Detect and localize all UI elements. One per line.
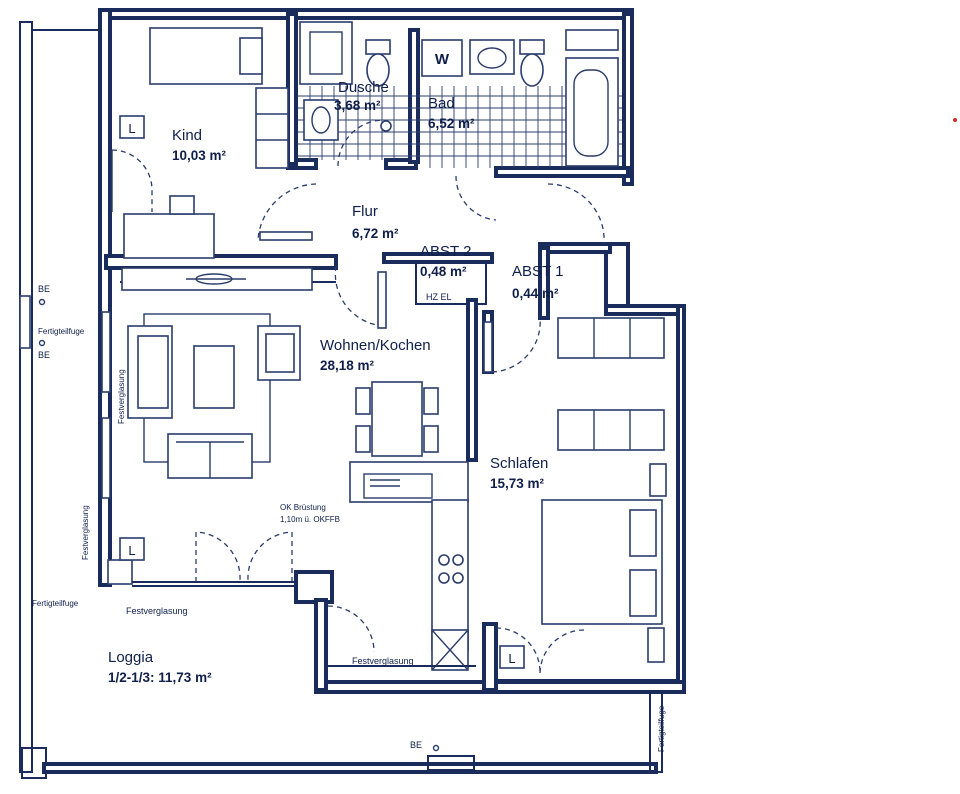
room-area-bad: 6,52 m² [428, 116, 475, 131]
plan-annotations: BE Fertigteilfuge BE Fertigteilfuge Fest… [32, 284, 666, 752]
kind-furniture [111, 27, 289, 259]
room-name-flur: Flur [352, 203, 378, 220]
festverglasung-inner: Festverglasung [117, 369, 126, 424]
left-windows [19, 295, 111, 499]
wardrobe-top [557, 317, 665, 359]
desk [123, 213, 215, 259]
room-area-abst1: 0,44 m² [512, 286, 559, 301]
fertigteilfuge-right: Fertigteilfuge [657, 705, 666, 752]
room-name-abst2: ABST 2 [420, 243, 471, 260]
fertigteilfuge-left: Fertigteilfuge [38, 327, 85, 336]
ok-bruestung-line1: OK Brüstung [280, 503, 326, 512]
svg-text:L: L [128, 543, 135, 558]
ok-bruestung-line2: 1,10m ü. OKFFB [280, 515, 340, 524]
wardrobe-mid [557, 409, 665, 451]
nightstand-bottom [647, 627, 665, 663]
ventilation-marker-wohnen [119, 537, 145, 561]
festverglasung-kitchen: Festverglasung [352, 656, 414, 666]
dining-table [371, 381, 423, 457]
svg-text:L: L [508, 651, 515, 666]
nightstand-top [649, 463, 667, 497]
room-name-schlafen: Schlafen [490, 455, 548, 472]
sink-bad [469, 39, 515, 75]
festverglasung-left: Festverglasung [81, 505, 90, 560]
svg-text:L: L [128, 121, 135, 136]
room-area-dusche: 3,68 m² [334, 98, 381, 113]
sink-dusche [303, 99, 339, 141]
toilet-bad [519, 39, 545, 55]
ventilation-markers: L L L [119, 115, 525, 669]
abst2-note: HZ EL [426, 292, 452, 302]
room-area-wohnen: 28,18 m² [320, 358, 375, 373]
room-name-bad: Bad [428, 95, 455, 112]
room-area-flur: 6,72 m² [352, 226, 399, 241]
room-area-kind: 10,03 m² [172, 148, 227, 163]
outer-walls [19, 8, 686, 779]
wohnen-furniture [107, 267, 476, 671]
room-area-loggia: 1/2-1/3: 11,73 m² [108, 670, 212, 685]
kitchen-counter-top [349, 461, 469, 503]
room-name-abst1: ABST 1 [512, 263, 563, 280]
ventilation-marker-kind [119, 115, 145, 139]
washer-label: W [435, 51, 450, 68]
bathroom: W [298, 21, 622, 245]
room-name-dusche: Dusche [338, 79, 389, 96]
fertigteilfuge-left-low: Fertigteilfuge [32, 599, 79, 608]
flur-doors [257, 183, 541, 373]
room-area-schlafen: 15,73 m² [490, 476, 545, 491]
toilet-dusche [365, 39, 391, 55]
be-label-mid: BE [38, 350, 50, 360]
coffee-table [193, 345, 235, 409]
room-name-wohnen: Wohnen/Kochen [320, 337, 431, 354]
room-name-kind: Kind [172, 127, 202, 144]
room-name-loggia: Loggia [108, 649, 154, 666]
room-labels: Kind 10,03 m² Dusche 3,68 m² Bad 6,52 m²… [108, 79, 563, 685]
room-area-abst2: 0,48 m² [420, 264, 467, 279]
schlafen-furniture [495, 317, 676, 681]
ventilation-marker-schlafen [499, 645, 525, 669]
desk-chair [169, 195, 195, 215]
red-dot [953, 118, 957, 122]
be-label-top: BE [38, 284, 50, 294]
festverglasung-loggia: Festverglasung [126, 606, 188, 616]
washing-machine [421, 39, 463, 77]
be-label-bottom: BE [410, 740, 422, 750]
wardrobe [255, 87, 289, 169]
